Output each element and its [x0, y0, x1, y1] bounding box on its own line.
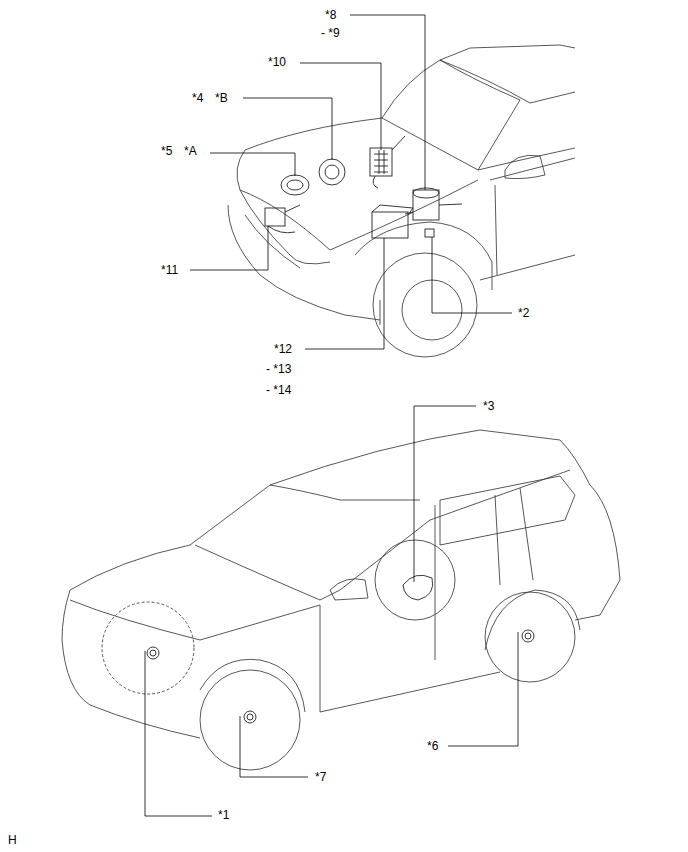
- callout-number: *12: [273, 342, 293, 356]
- callout-number: *3: [482, 399, 495, 413]
- callout-number: *B: [214, 91, 229, 105]
- leader-lines: [145, 15, 518, 816]
- callout-number: *8: [324, 8, 337, 22]
- callout-number: *11: [160, 263, 179, 277]
- callout-number: *6: [426, 739, 439, 753]
- callout-number: *7: [314, 770, 327, 784]
- callout-number: *4: [191, 91, 204, 105]
- callout-number: *5: [160, 144, 173, 158]
- callout-number: *2: [517, 306, 530, 320]
- callout-number: - *9: [320, 26, 341, 40]
- upper-vehicle: [228, 45, 575, 357]
- callout-number: *A: [183, 144, 198, 158]
- callout-number: - *13: [265, 362, 292, 376]
- callout-number: - *14: [265, 383, 292, 397]
- callout-number: *10: [267, 55, 287, 69]
- callout-number: *1: [217, 808, 230, 822]
- callout-number: H: [7, 833, 18, 847]
- lower-vehicle: [62, 430, 620, 770]
